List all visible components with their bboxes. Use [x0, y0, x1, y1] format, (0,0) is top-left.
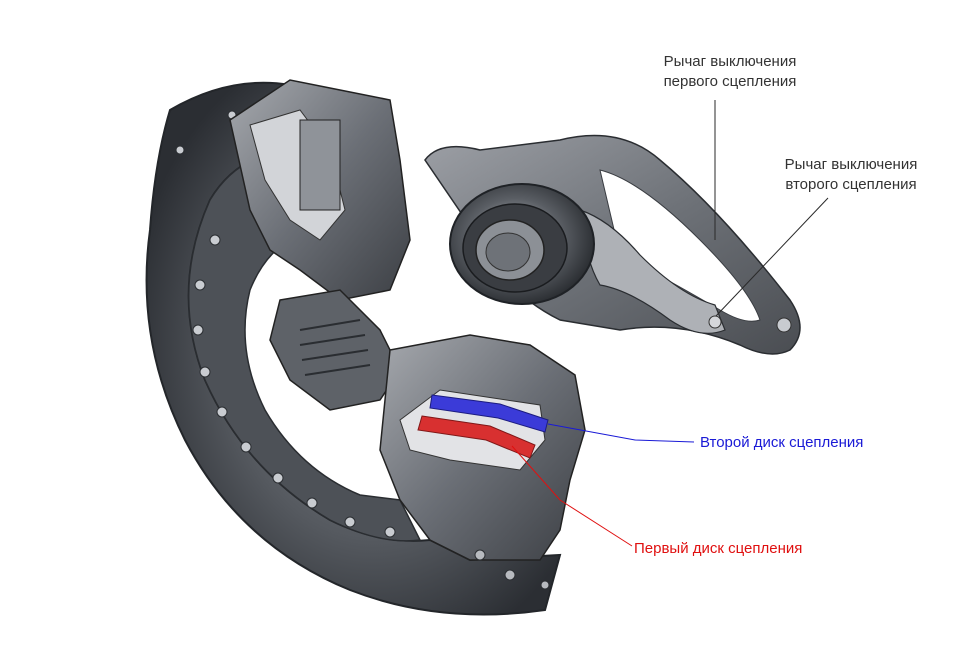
label-second-clutch-disc-text: Второй диск сцепления [700, 434, 864, 451]
lever-pivot-pin [708, 315, 722, 329]
second-clutch-release-lever [579, 209, 726, 334]
label-first-clutch-lever-line1: Рычаг выключения [663, 53, 797, 70]
label-second-clutch-lever-line1: Рычаг выключения [784, 156, 918, 173]
label-second-clutch-lever-line2: второго сцепления [785, 176, 917, 193]
section-spring-block [299, 119, 341, 211]
leader-lines [511, 100, 829, 547]
label-first-clutch-lever: Рычаг выключения первого сцепления [640, 52, 820, 92]
lever-end-pin [776, 317, 792, 333]
label-second-clutch-lever: Рычаг выключения второго сцепления [766, 155, 936, 195]
label-first-clutch-disc: Первый диск сцепления [634, 539, 802, 559]
bottom-bolts [474, 549, 550, 590]
second-clutch-disc [429, 394, 549, 433]
release-bearing-assembly [424, 134, 801, 355]
hub-splines [299, 319, 371, 376]
leader-second-lever [715, 197, 829, 317]
clutch-assembly [145, 79, 586, 616]
label-first-clutch-lever-line2: первого сцепления [663, 73, 797, 90]
label-second-clutch-disc: Второй диск сцепления [700, 433, 863, 453]
label-first-clutch-disc-text: Первый диск сцепления [634, 540, 803, 557]
release-bearing-bore [485, 232, 531, 272]
central-hub [269, 289, 401, 411]
first-clutch-disc [417, 415, 536, 459]
leader-first-disc [511, 445, 633, 547]
leader-second-disc [547, 423, 695, 443]
